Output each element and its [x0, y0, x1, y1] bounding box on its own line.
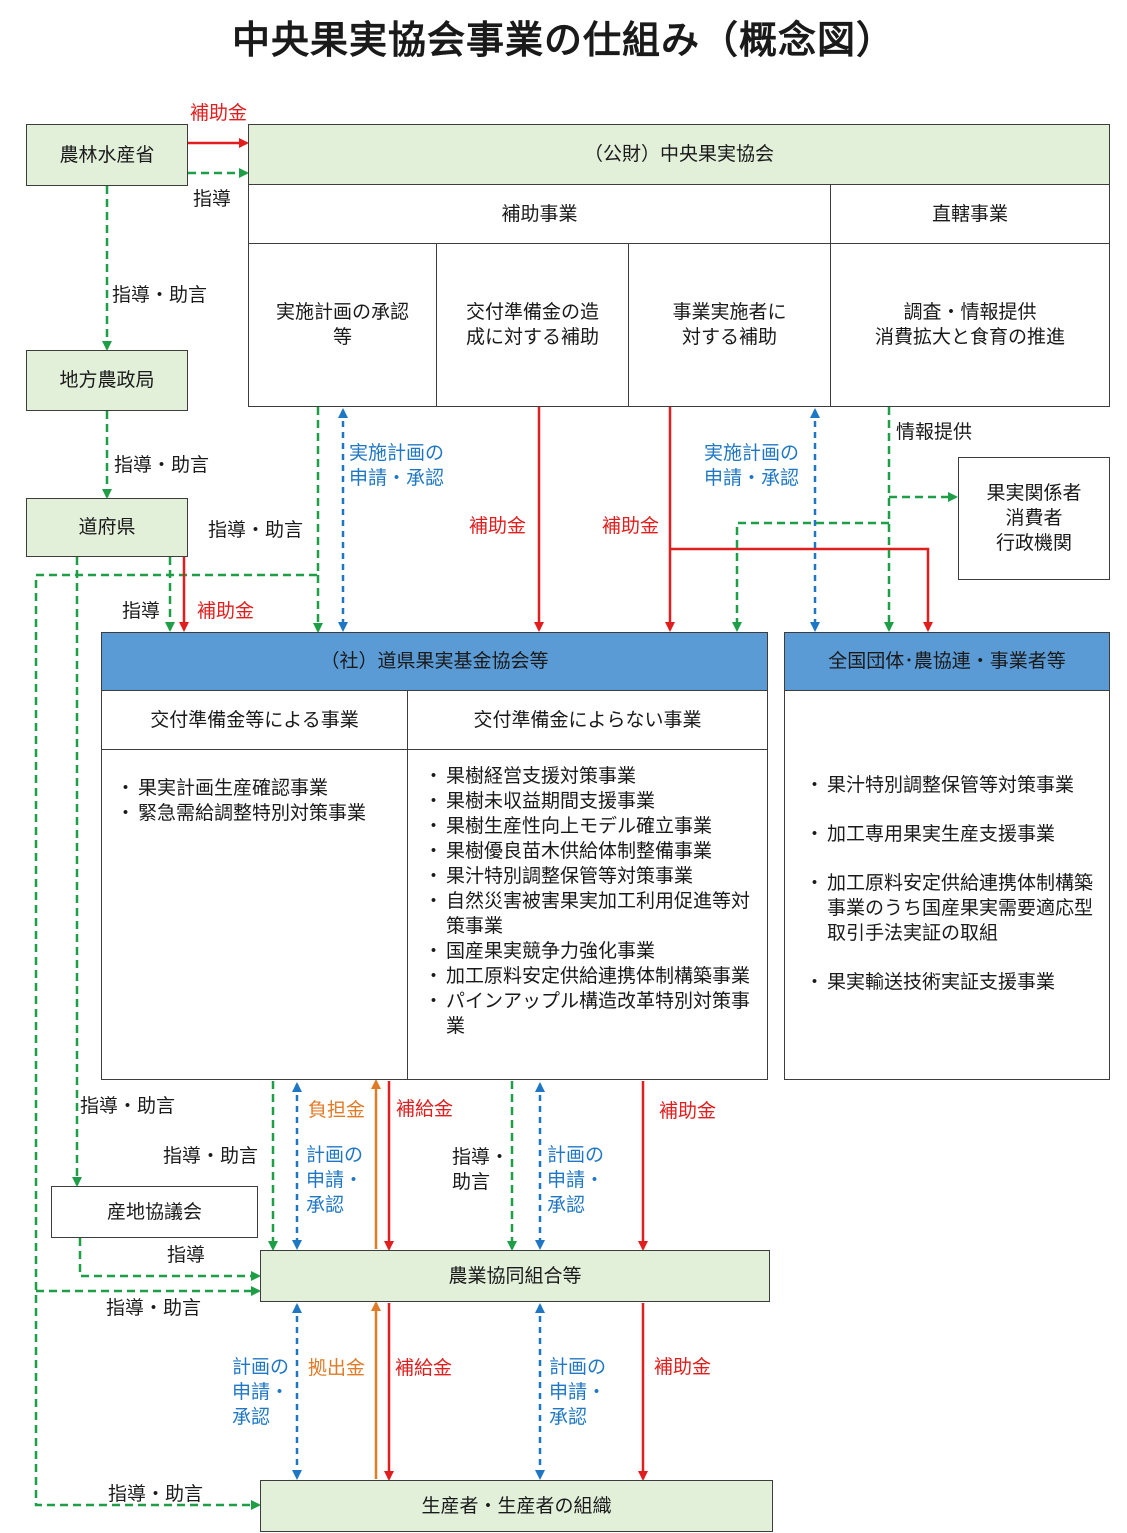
list-item: 果実計画生産確認事業 [116, 776, 366, 801]
fund-col1-list: 果実計画生産確認事業 緊急需給調整特別対策事業 [116, 776, 366, 826]
regional-bureau-box: 地方農政局 [26, 350, 188, 411]
list-item: 果樹経営支援対策事業 [424, 764, 753, 789]
prefectural-fund-header: （社）道県果実基金協会等 [101, 632, 768, 691]
arrow-council-coop [78, 1238, 261, 1281]
assoc-cell-research-info: 調査・情報提供 消費拡大と食育の推進 [830, 243, 1110, 407]
list-item: 緊急需給調整特別対策事業 [116, 801, 366, 826]
label-burden: 負担金 [308, 1099, 366, 1121]
label-guidance-council-coop: 指導 [167, 1244, 206, 1266]
assoc-cell-reserve-subsidy: 交付準備金の造 成に対する補助 [436, 243, 629, 407]
association-header: （公財）中央果実協会 [248, 124, 1110, 185]
local-council-box: 産地協議会 [51, 1186, 258, 1238]
label-plan-approval-1: 実施計画の 申請・承認 [349, 442, 445, 489]
label-guidance-advice-bureau: 指導・助言 [112, 284, 208, 306]
arrow-assoc-guidance [34, 407, 320, 1510]
label-subsidy-fund-2: 補助金 [602, 515, 660, 537]
label-subsidy-pref-fund: 補助金 [197, 600, 255, 622]
label-payment-2: 補給金 [395, 1357, 453, 1379]
arrow-subsidy-national [670, 547, 933, 632]
fund-col1-header: 交付準備金等による事業 [101, 690, 408, 750]
label-guidance-advice-pref: 指導・助言 [114, 454, 210, 476]
list-item: 加工専用果実生産支援事業 [805, 822, 1095, 847]
maff-box: 農林水産省 [26, 124, 188, 186]
assoc-cell-implementer-subsidy: 事業実施者に 対する補助 [628, 243, 831, 407]
label-guidance-advice-producers: 指導・助言 [108, 1483, 204, 1505]
list-item: 果樹未収益期間支援事業 [424, 789, 753, 814]
label-plan-approval-3: 計画の 申請・ 承認 [306, 1144, 364, 1216]
list-item: 加工原料安定供給連携体制構築事業のうち国産果実需要適応型取引手法実証の取組 [805, 871, 1095, 946]
label-info-provision: 情報提供 [896, 421, 973, 443]
label-guidance-advice-fund-coop: 指導・助言 [163, 1145, 259, 1167]
page-title: 中央果実協会事業の仕組み（概念図） [231, 18, 895, 62]
fund-col2-body: 果樹経営支援対策事業 果樹未収益期間支援事業 果樹生産性向上モデル確立事業 果樹… [407, 749, 768, 1080]
fund-col2-header: 交付準備金によらない事業 [407, 690, 768, 750]
stakeholders-box: 果実関係者 消費者 行政機関 [958, 457, 1110, 580]
list-item: 果汁特別調整保管等対策事業 [424, 864, 753, 889]
label-subsidy-producers: 補助金 [654, 1356, 712, 1378]
list-item: 自然災害被害果実加工利用促進等対策事業 [424, 889, 753, 939]
label-subsidy-coop: 補助金 [659, 1100, 717, 1122]
list-item: 果樹生産性向上モデル確立事業 [424, 814, 753, 839]
assoc-cell-plan-approval: 実施計画の承認 等 [248, 243, 437, 407]
label-plan-approval-2: 実施計画の 申請・承認 [704, 442, 800, 489]
direct-business-header: 直轄事業 [830, 184, 1110, 244]
label-contribution: 拠出金 [308, 1357, 366, 1379]
label-plan-approval-4: 計画の 申請・ 承認 [547, 1144, 605, 1216]
label-plan-approval-5: 計画の 申請・ 承認 [232, 1356, 290, 1428]
list-item: 果実輸送技術実証支援事業 [805, 970, 1095, 995]
label-guidance-maff: 指導 [193, 188, 232, 210]
label-subsidy-fund-1: 補助金 [469, 515, 527, 537]
national-orgs-header: 全国団体･農協連・事業者等 [784, 632, 1110, 691]
label-subsidy-maff: 補助金 [190, 102, 248, 124]
prefecture-box: 道府県 [26, 498, 188, 557]
national-orgs-body: 果汁特別調整保管等対策事業 加工専用果実生産支援事業 加工原料安定供給連携体制構… [784, 690, 1110, 1080]
label-guidance-advice-council: 指導・助言 [80, 1095, 176, 1117]
fund-col2-list: 果樹経営支援対策事業 果樹未収益期間支援事業 果樹生産性向上モデル確立事業 果樹… [424, 764, 753, 1039]
agri-coop-box: 農業協同組合等 [260, 1250, 770, 1302]
national-orgs-list: 果汁特別調整保管等対策事業 加工専用果実生産支援事業 加工原料安定供給連携体制構… [805, 773, 1095, 995]
fund-col1-body: 果実計画生産確認事業 緊急需給調整特別対策事業 [101, 749, 408, 1080]
label-guidance-advice-short: 指導・ 助言 [452, 1146, 510, 1193]
producers-box: 生産者・生産者の組織 [260, 1480, 773, 1532]
list-item: 国産果実競争力強化事業 [424, 939, 753, 964]
label-guidance-advice-pref-coop: 指導・助言 [106, 1297, 202, 1319]
label-payment-1: 補給金 [396, 1098, 454, 1120]
list-item: パインアップル構造改革特別対策事業 [424, 989, 753, 1039]
label-guidance-pref-fund: 指導 [122, 600, 161, 622]
subsidy-business-header: 補助事業 [248, 184, 831, 244]
list-item: 加工原料安定供給連携体制構築事業 [424, 964, 753, 989]
label-guidance-advice-assoc: 指導・助言 [208, 519, 304, 541]
list-item: 果汁特別調整保管等対策事業 [805, 773, 1095, 798]
list-item: 果樹優良苗木供給体制整備事業 [424, 839, 753, 864]
arrow-info-fund [732, 521, 889, 632]
label-plan-approval-6: 計画の 申請・ 承認 [549, 1356, 607, 1428]
